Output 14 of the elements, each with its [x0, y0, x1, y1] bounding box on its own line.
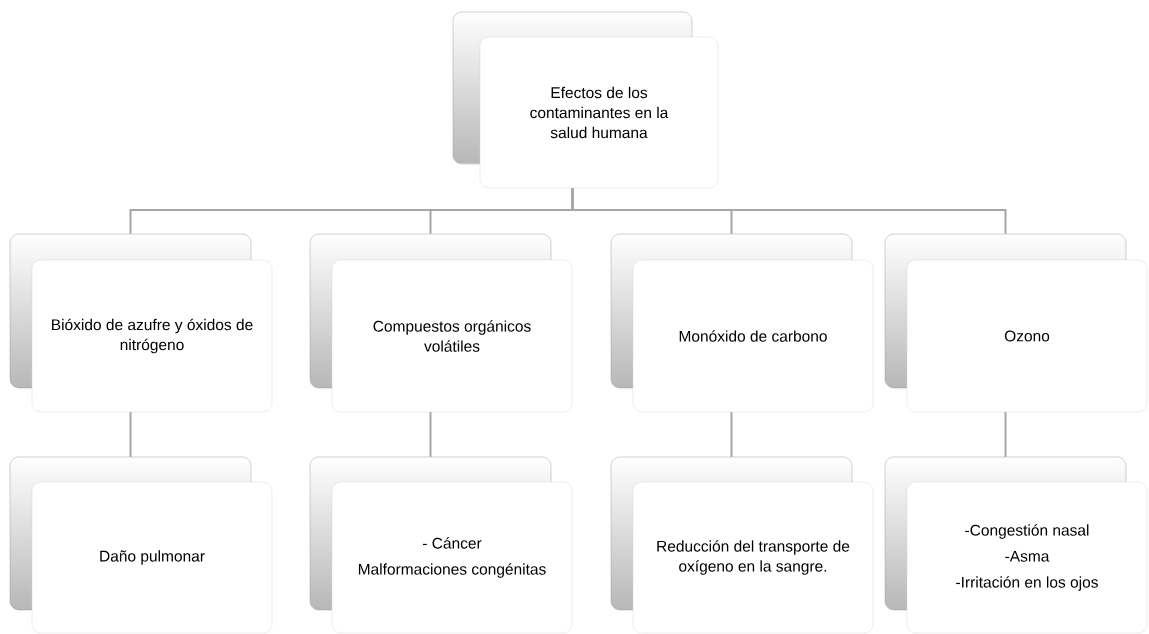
text-box: -Congestión nasal -Asma -Irritación en los ojos [906, 481, 1148, 634]
connector-line [730, 411, 733, 458]
text-box: Daño pulmonar [31, 481, 273, 634]
text-box: Monóxido de carbono [632, 259, 874, 413]
text-box: Reducción del transporte de oxígeno en la sangre. [632, 481, 874, 634]
text-box: Bióxido de azufre y óxidos de nitrógeno [31, 259, 273, 413]
connector-line [129, 411, 132, 458]
connector-line [1004, 411, 1007, 458]
connector-line [571, 187, 1007, 235]
text-box: Compuestos orgánicos volátiles [331, 259, 573, 413]
text-box: - Cáncer Malformaciones congénitas [331, 481, 573, 634]
text-box: Efectos de los contaminantes en la salud humana [479, 36, 719, 189]
connector-line [429, 411, 432, 458]
text-box: Ozono [906, 259, 1148, 413]
